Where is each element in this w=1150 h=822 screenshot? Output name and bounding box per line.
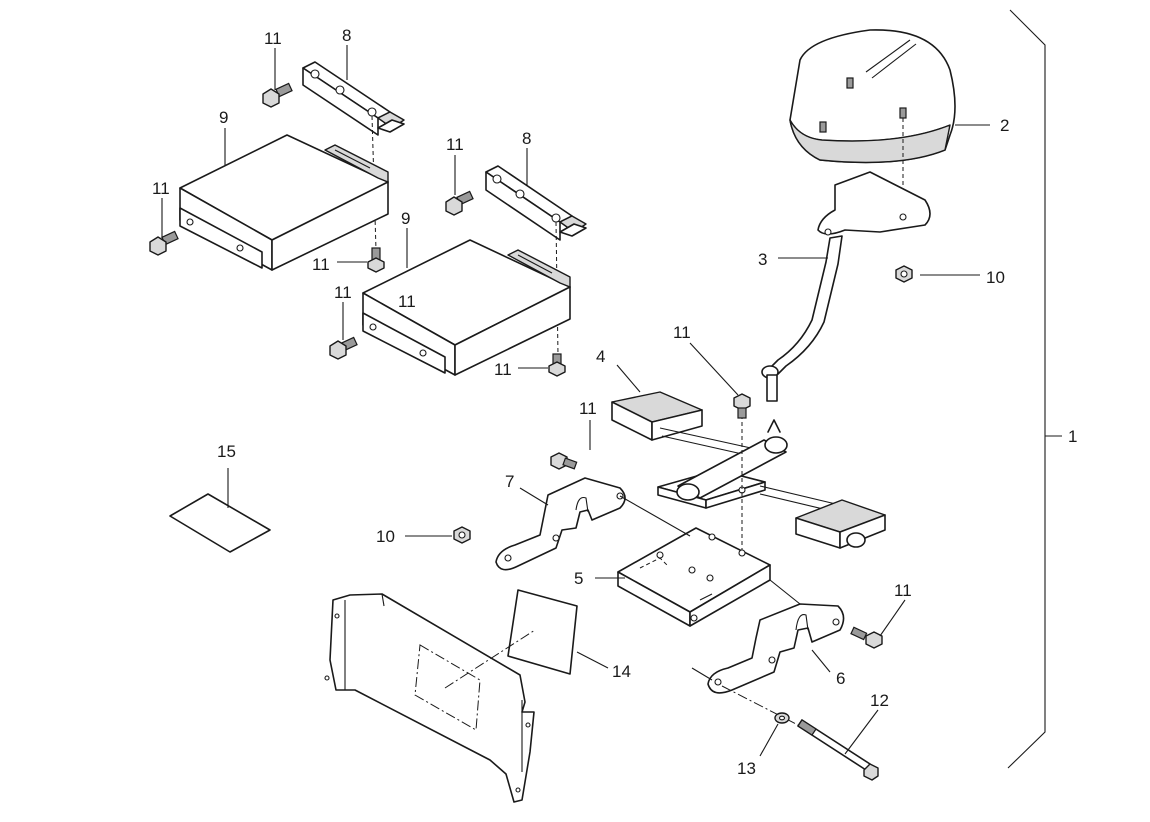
part-9-control-unit-upper [179, 134, 389, 271]
part-14-label [507, 589, 578, 675]
part-6-bracket-right [691, 579, 845, 727]
part-2-cover [789, 29, 956, 215]
callout-11-f: 11 [398, 292, 416, 311]
part-11-bolt-e [329, 336, 358, 360]
part-10-nut-right [895, 265, 913, 283]
part-3-handle [761, 171, 931, 402]
callout-12: 12 [870, 691, 889, 710]
callout-15: 15 [217, 442, 236, 461]
part-11-bolt-h [550, 452, 578, 470]
part-11-bolt-c [367, 247, 385, 273]
part-5-mounting-plate [617, 527, 771, 627]
leader-lines [161, 45, 990, 757]
part-9-control-unit-lower [362, 239, 571, 376]
callout-11-a: 11 [264, 29, 282, 48]
part-10-nut-left [453, 526, 471, 544]
callout-11-j: 11 [894, 581, 912, 600]
part-7-bracket-left [495, 477, 691, 571]
callout-11-d: 11 [446, 135, 464, 154]
callout-11-c: 11 [312, 255, 330, 274]
callout-1: 1 [1068, 427, 1077, 446]
callout-5: 5 [574, 569, 583, 588]
callout-8-upper: 8 [342, 26, 351, 45]
part-4-pedal-frame [611, 391, 886, 560]
callout-11-h: 11 [673, 323, 691, 342]
part-11-bolt-f [548, 353, 566, 377]
part-11-bolt-d [445, 190, 474, 216]
part-15-label-sheet [169, 493, 271, 553]
callout-7: 7 [505, 472, 514, 491]
callout-8-lower: 8 [522, 129, 531, 148]
callout-6: 6 [836, 669, 845, 688]
callout-3: 3 [758, 250, 767, 269]
callout-9-lower: 9 [401, 209, 410, 228]
callout-10-right: 10 [986, 268, 1005, 287]
callout-11-b: 11 [152, 179, 170, 198]
callout-14: 14 [612, 662, 631, 681]
assembly-bracket [1007, 9, 1062, 769]
callout-11-e: 11 [334, 283, 352, 302]
callout-10-left: 10 [376, 527, 395, 546]
callout-9-upper: 9 [219, 108, 228, 127]
callout-11-i: 11 [579, 399, 597, 418]
part-11-bolt-a [262, 82, 293, 108]
part-11-bolt-i [850, 626, 883, 649]
callout-13: 13 [737, 759, 756, 778]
callout-4: 4 [596, 347, 605, 366]
callouts: 1 2 3 4 5 6 7 8 8 9 9 10 10 11 11 11 11 … [152, 26, 1077, 778]
part-8-angle-bracket-upper [302, 61, 405, 251]
callout-2: 2 [1000, 116, 1009, 135]
cover-plate [324, 593, 536, 803]
part-13-washer [774, 712, 790, 724]
part-8-angle-bracket-lower [485, 165, 587, 356]
part-11-bolt-b [149, 230, 179, 256]
callout-11-g: 11 [494, 360, 512, 379]
part-11-bolt-g [733, 393, 751, 419]
part-12-long-bolt [797, 719, 879, 781]
